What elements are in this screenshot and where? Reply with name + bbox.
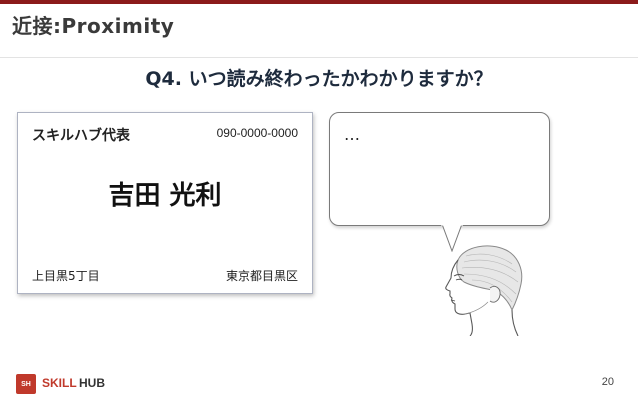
card-phone: 090-0000-0000 [216,126,298,140]
head-profile-icon [445,245,523,336]
skillhub-logo-icon: SH [16,374,36,394]
card-company: スキルハブ代表 [32,128,130,144]
brand-name-skill: SKILL [42,376,77,390]
business-card: スキルハブ代表 090-0000-0000 吉田 光利 上目黒5丁目 東京都目黒… [17,112,313,294]
card-address: 上目黒5丁目 [32,269,100,283]
slide-title: 近接:Proximity [12,14,175,38]
brand-name-hub: HUB [79,376,105,390]
question-text: Q4. いつ読み終わったかわかりますか？ [145,68,493,90]
title-divider [0,57,638,58]
top-accent-bar [0,0,638,4]
speech-bubble-text: … [344,125,361,144]
speech-bubble: … [329,112,550,226]
speech-bubble-tail [441,224,463,252]
card-person-name: 吉田 光利 [108,181,222,211]
card-city: 東京都目黒区 [225,269,298,283]
page-number: 20 [601,376,614,388]
